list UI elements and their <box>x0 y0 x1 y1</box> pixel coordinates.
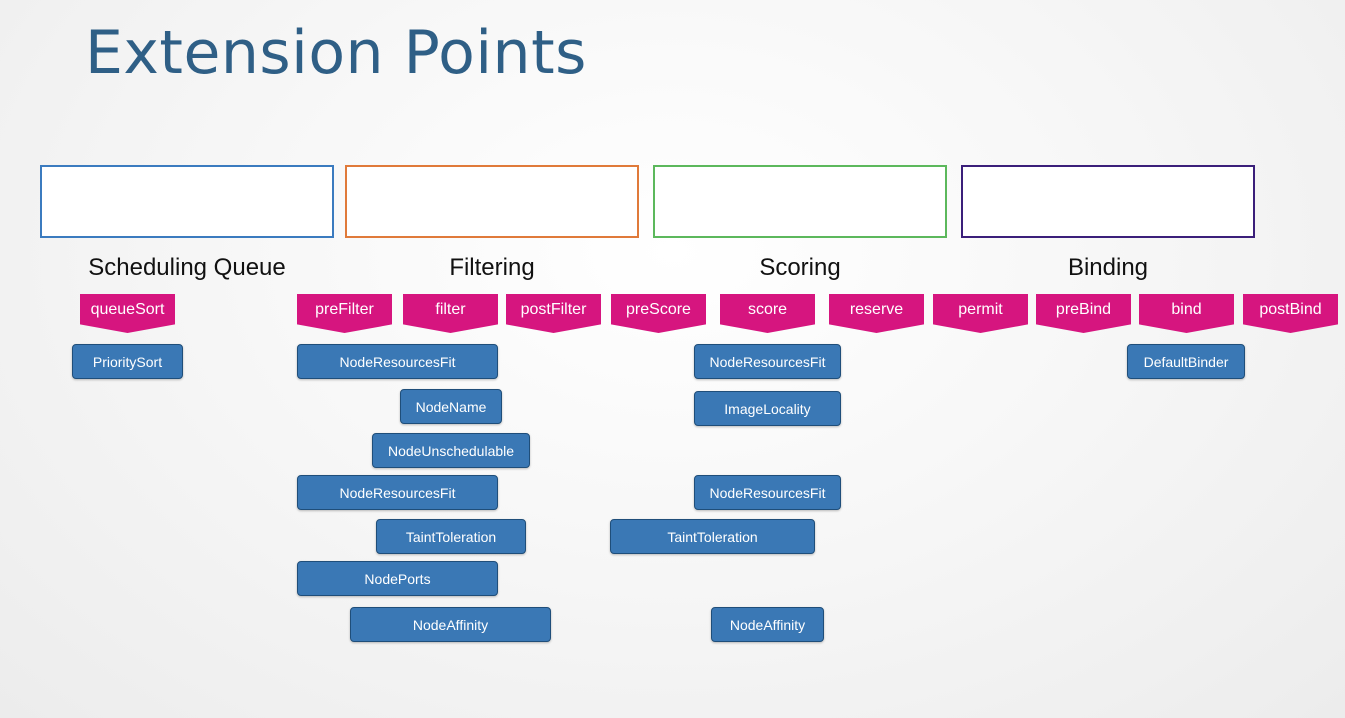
stage-label-scoring: Scoring <box>759 254 841 281</box>
stage-box-binding <box>961 165 1255 238</box>
plugin-nodeaffinity-score: NodeAffinity <box>711 607 824 642</box>
ext-point-score: score <box>720 294 815 333</box>
stage-label-binding: Binding <box>1067 254 1149 281</box>
plugin-defaultbinder: DefaultBinder <box>1127 344 1245 379</box>
stage-box-filtering <box>345 165 639 238</box>
plugin-noderesourcesfit-score-2: NodeResourcesFit <box>694 475 841 510</box>
ext-point-permit: permit <box>933 294 1028 333</box>
ext-point-reserve: reserve <box>829 294 924 333</box>
ext-point-bind: bind <box>1139 294 1234 333</box>
stage-box-scoring <box>653 165 947 238</box>
plugin-tainttoleration-score: TaintToleration <box>610 519 815 554</box>
plugin-noderesourcesfit-score: NodeResourcesFit <box>694 344 841 379</box>
plugin-prioritysort: PrioritySort <box>72 344 183 379</box>
plugin-imagelocality: ImageLocality <box>694 391 841 426</box>
ext-point-queuesort: queueSort <box>80 294 175 333</box>
page-title: Extension Points <box>85 18 587 88</box>
plugin-noderesourcesfit-filter: NodeResourcesFit <box>297 475 498 510</box>
plugin-nodeunschedulable: NodeUnschedulable <box>372 433 530 468</box>
plugin-nodeaffinity-filter: NodeAffinity <box>350 607 551 642</box>
ext-point-prescore: preScore <box>611 294 706 333</box>
plugin-noderesourcesfit-prefilter: NodeResourcesFit <box>297 344 498 379</box>
plugin-tainttoleration-filter: TaintToleration <box>376 519 526 554</box>
stage-label-filtering: Filtering <box>449 254 535 281</box>
ext-point-postfilter: postFilter <box>506 294 601 333</box>
stage-label-scheduling-queue: Scheduling Queue <box>88 254 286 281</box>
ext-point-prefilter: preFilter <box>297 294 392 333</box>
ext-point-postbind: postBind <box>1243 294 1338 333</box>
plugin-nodeports: NodePorts <box>297 561 498 596</box>
ext-point-filter: filter <box>403 294 498 333</box>
ext-point-prebind: preBind <box>1036 294 1131 333</box>
stage-box-scheduling-queue <box>40 165 334 238</box>
plugin-nodename: NodeName <box>400 389 502 424</box>
